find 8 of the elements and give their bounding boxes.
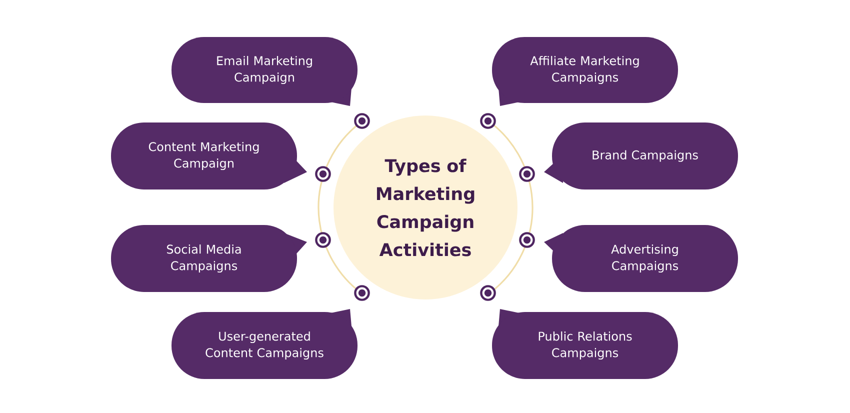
speech-bubble: Advertising Campaigns xyxy=(544,225,738,292)
speech-bubble: User-generated Content Campaigns xyxy=(172,309,358,379)
speech-bubble: Content Marketing Campaign xyxy=(111,122,307,190)
speech-bubble: Social Media Campaigns xyxy=(111,225,307,292)
speech-bubble: Public Relations Campaigns xyxy=(492,309,678,379)
speech-bubble: Affiliate Marketing Campaigns xyxy=(492,37,678,106)
speech-bubble: Brand Campaigns xyxy=(544,122,738,190)
speech-bubble: Email Marketing Campaign xyxy=(172,37,358,106)
